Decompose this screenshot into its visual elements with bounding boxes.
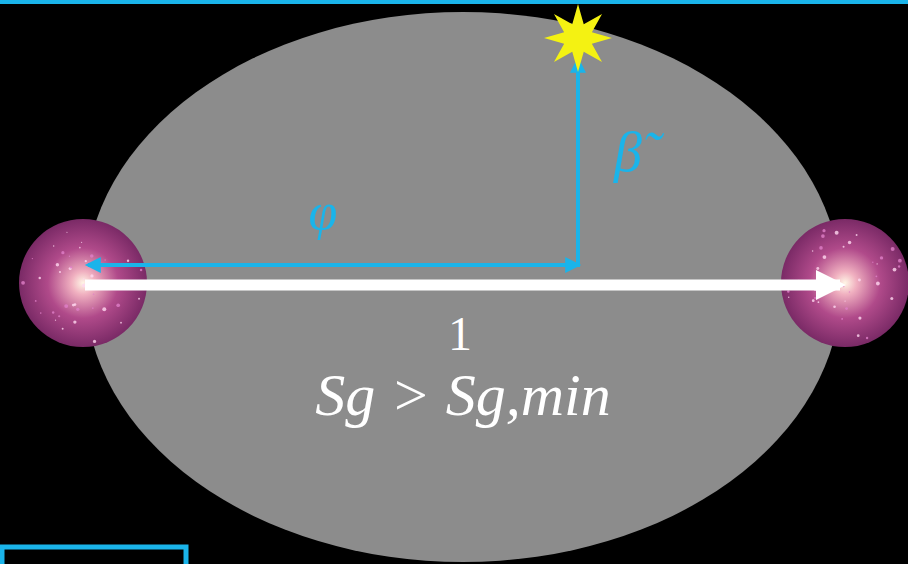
grey-ellipse xyxy=(85,12,841,562)
angle-symbol: φ xyxy=(309,186,338,238)
offset-arrow xyxy=(576,60,580,267)
offset-symbol: β̃ xyxy=(614,124,642,180)
separation-arrow xyxy=(85,280,840,291)
source-star xyxy=(544,4,612,72)
length-value: 1 xyxy=(448,310,472,358)
condition-text: Sg > Sg,min xyxy=(315,361,611,430)
corner-box xyxy=(2,547,186,564)
top-border xyxy=(0,0,908,4)
angle-arrow xyxy=(88,263,578,267)
